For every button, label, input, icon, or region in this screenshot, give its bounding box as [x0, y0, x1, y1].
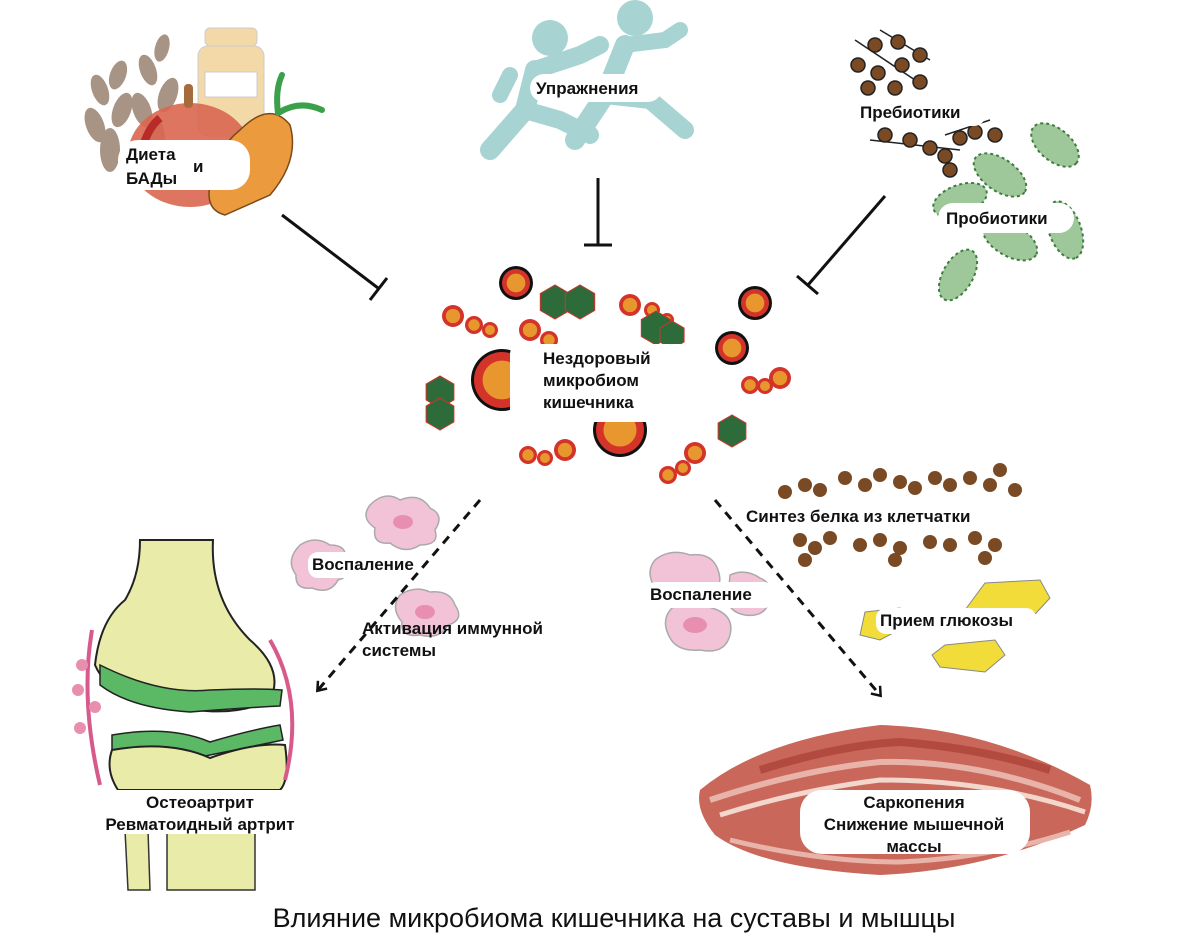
- microbiome-label-line3: кишечника: [543, 393, 634, 412]
- microbiome-label-bg: [510, 344, 690, 422]
- protein-bead: [798, 478, 812, 492]
- sarcopenia-label: Саркопения: [863, 793, 964, 812]
- coccus-core: [538, 451, 552, 465]
- probiotics-illustration: Пробиотики: [932, 122, 1085, 302]
- hexagonal-bacterium: [425, 397, 455, 431]
- prebiotics-illustration: Пребиотики: [850, 29, 1003, 178]
- protein-bead: [808, 541, 822, 555]
- wheat-icon: [84, 34, 179, 172]
- protein-bead: [993, 463, 1007, 477]
- glucose-intake-label: Прием глюкозы: [880, 611, 1013, 630]
- protein-bead: [983, 478, 997, 492]
- protein-bead: [968, 531, 982, 545]
- glucose-label-bg: [876, 608, 1036, 634]
- immune-activation-label-line1: Активация иммунной: [362, 619, 543, 638]
- muscle-outcome-label-bg: [800, 790, 1030, 854]
- exercise-inhibition-arrow: [584, 178, 612, 247]
- figure-title: Влияние микробиома кишечника на суставы …: [273, 903, 956, 933]
- protein-bead: [838, 471, 852, 485]
- coccus-core: [483, 323, 497, 337]
- left-inflammation-label: Воспаление: [312, 555, 414, 574]
- coccus-core: [686, 444, 704, 462]
- prebiotics-label: Пребиотики: [860, 103, 960, 122]
- diet-label-line2: БАДы: [126, 169, 177, 188]
- protein-synthesis-label: Синтез белка из клетчатки: [746, 507, 970, 526]
- coccus-core: [444, 307, 462, 325]
- joint-icon: [72, 539, 295, 891]
- protein-bead: [893, 541, 907, 555]
- protein-bead: [928, 471, 942, 485]
- coccus-core: [521, 321, 539, 339]
- protein-bead: [1008, 483, 1022, 497]
- prebiotics-label-bg: [852, 98, 986, 126]
- protein-bead: [988, 538, 1002, 552]
- diet-label-conj: и: [193, 157, 203, 176]
- coccus-core: [742, 377, 758, 393]
- protein-bead: [813, 483, 827, 497]
- osteoarthritis-label: Остеоартрит: [146, 793, 254, 812]
- protein-bead: [858, 478, 872, 492]
- microbiome-label-line1: Нездоровый: [543, 349, 651, 368]
- microbiome-label-line2: микробиом: [543, 371, 639, 390]
- protein-chain-icon: [778, 463, 1022, 567]
- protein-label-bg: [742, 504, 1014, 530]
- immune-activation-label-line2: системы: [362, 641, 436, 660]
- diet-inhibition-arrow: [281, 213, 389, 301]
- protein-bead: [793, 533, 807, 547]
- exercise-label-bg: [530, 74, 662, 102]
- exercise-illustration: Упражнения: [480, 0, 694, 160]
- muscle-loss-label-line2: массы: [886, 837, 941, 856]
- muscle-loss-label-line1: Снижение мышечной: [824, 815, 1004, 834]
- probiotics-label: Пробиотики: [946, 209, 1048, 228]
- protein-bead: [908, 481, 922, 495]
- prebiotic-chain-icon: [850, 29, 1003, 178]
- protein-bead: [823, 531, 837, 545]
- joint-outcome-label-bg: [85, 790, 315, 834]
- diet-label-bg: [118, 140, 250, 190]
- protein-bead: [853, 538, 867, 552]
- coccus-core: [771, 369, 789, 387]
- hexagonal-bacterium: [717, 414, 747, 448]
- coccus-core: [505, 272, 527, 294]
- left-pathway: Воспаление Активация иммунной системы Ос…: [72, 495, 543, 891]
- unhealthy-microbiome-illustration: Нездоровый микробиом кишечника: [425, 266, 791, 484]
- left-dashed-arrow: [315, 499, 482, 693]
- protein-bead: [873, 468, 887, 482]
- probiotics-inhibition-arrow: [796, 195, 887, 296]
- protein-bead: [943, 538, 957, 552]
- inhibition-arrows: [281, 178, 887, 301]
- coccus-core: [758, 379, 772, 393]
- coccus-core: [660, 467, 676, 483]
- left-inflammation-label-bg: [308, 552, 434, 578]
- protein-bead: [923, 535, 937, 549]
- protein-bead: [963, 471, 977, 485]
- right-pathway: Синтез белка из клетчатки Воспаление При…: [646, 463, 1092, 875]
- coccus-core: [466, 317, 482, 333]
- protein-bead: [778, 485, 792, 499]
- protein-bead: [943, 478, 957, 492]
- coccus-core: [520, 447, 536, 463]
- probiotics-label-bg: [938, 203, 1074, 233]
- exercise-label: Упражнения: [536, 79, 638, 98]
- protein-bead: [978, 551, 992, 565]
- diet-label-line1: Диета: [126, 145, 176, 164]
- protein-bead: [798, 553, 812, 567]
- right-inflammation-label-bg: [646, 582, 774, 608]
- coccus-core: [744, 292, 766, 314]
- rheumatoid-arthritis-label: Ревматоидный артрит: [105, 815, 294, 834]
- coccus-core: [721, 337, 743, 359]
- hexagonal-bacterium: [564, 284, 596, 320]
- protein-bead: [873, 533, 887, 547]
- protein-bead: [888, 553, 902, 567]
- diet-illustration: Диета БАДы и: [84, 27, 325, 216]
- protein-bead: [893, 475, 907, 489]
- right-dashed-arrow: [713, 499, 882, 698]
- right-inflammation-label: Воспаление: [650, 585, 752, 604]
- coccus-core: [676, 461, 690, 475]
- coccus-core: [621, 296, 639, 314]
- coccus-core: [556, 441, 574, 459]
